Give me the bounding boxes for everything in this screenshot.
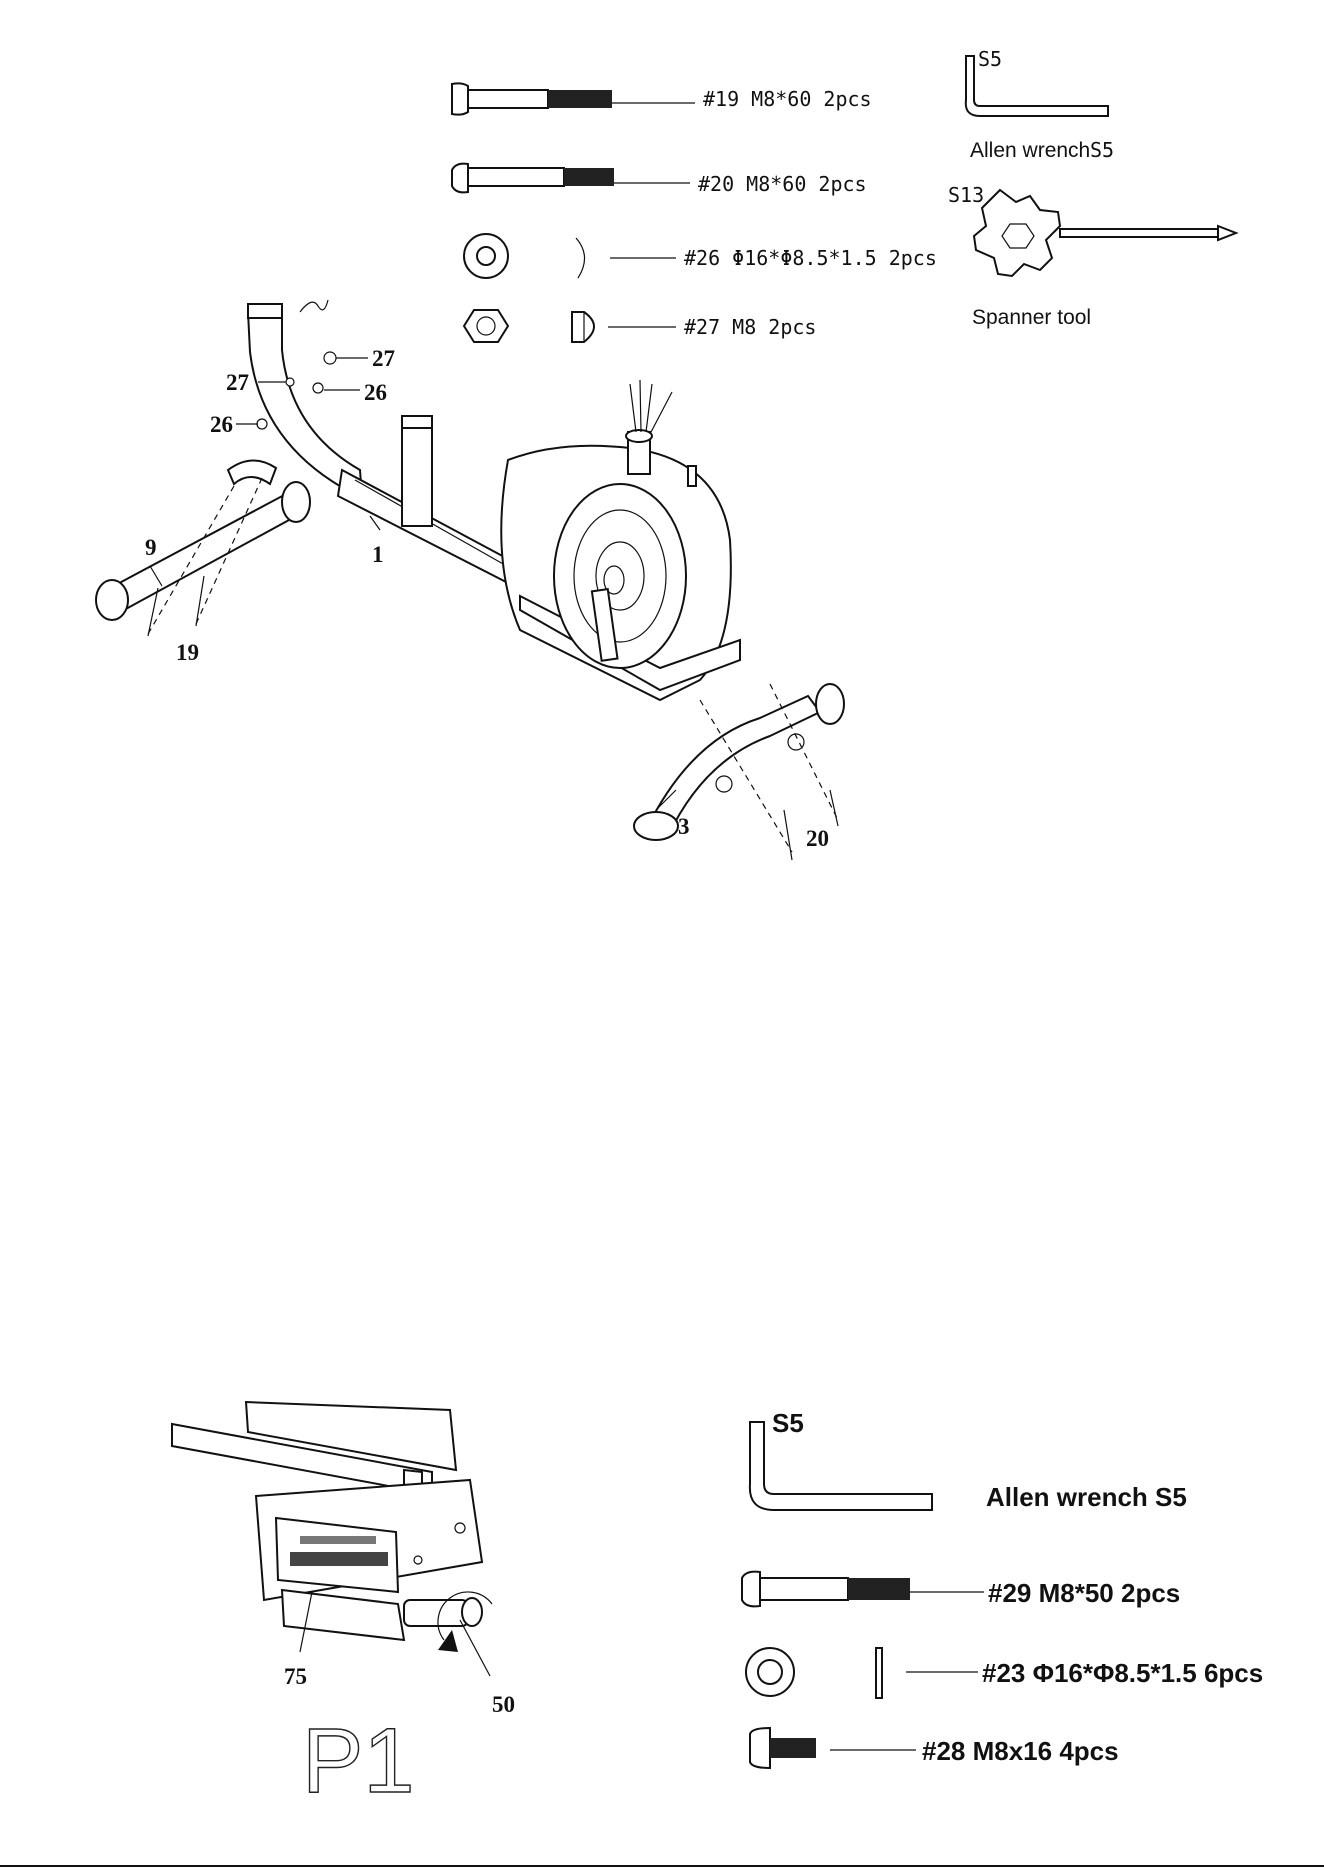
bolt-19-label: #19 M8*60 2pcs: [703, 87, 872, 111]
spanner-tool-icon: [974, 190, 1236, 276]
bolt-20-icon: [452, 164, 690, 193]
washer-23-icon: [746, 1648, 978, 1698]
callout-3: 3: [678, 814, 690, 839]
nut-27-icon: [464, 310, 676, 342]
bolt-29-icon: [742, 1572, 984, 1607]
spanner-size: S13: [948, 183, 984, 207]
callout-27-right: 27: [372, 346, 395, 371]
rear-stabilizer-9: [96, 460, 310, 634]
seat-slider-detail: [172, 1402, 492, 1676]
callout-9: 9: [145, 535, 157, 560]
allen-size-bottom: S5: [772, 1408, 804, 1438]
upright-post: [402, 416, 432, 526]
callout-20: 20: [806, 826, 829, 851]
screw-28-icon: [750, 1728, 916, 1768]
callout-26-right: 26: [364, 380, 387, 405]
nut-27-label: #27 M8 2pcs: [684, 315, 816, 339]
allen-size-top: S5: [978, 47, 1002, 71]
callout-1: 1: [372, 542, 384, 567]
allen-caption-size-top: S5: [1090, 138, 1114, 162]
callout-26-left: 26: [210, 412, 233, 437]
bolt-19-icon: [452, 83, 695, 114]
allen-caption-bottom: Allen wrench S5: [986, 1482, 1187, 1512]
bolt-20-label: #20 M8*60 2pcs: [698, 172, 867, 196]
callout-75: 75: [284, 1664, 307, 1689]
callout-50: 50: [492, 1692, 515, 1717]
page-label-p1: P1: [302, 1710, 415, 1812]
allen-caption-top: Allen wrench: [970, 139, 1090, 162]
callout-27-left: 27: [226, 370, 249, 395]
bolt-29-label: #29 M8*50 2pcs: [988, 1578, 1180, 1608]
washer-23-label: #23 Φ16*Φ8.5*1.5 6pcs: [982, 1658, 1263, 1688]
flywheel-housing: [501, 380, 740, 700]
screw-28-label: #28 M8x16 4pcs: [922, 1736, 1119, 1766]
spanner-caption: Spanner tool: [972, 306, 1091, 329]
washer-26-icon: [464, 234, 676, 278]
washer-26-label: #26 Φ16*Φ8.5*1.5 2pcs: [684, 246, 937, 270]
callout-19: 19: [176, 640, 199, 665]
